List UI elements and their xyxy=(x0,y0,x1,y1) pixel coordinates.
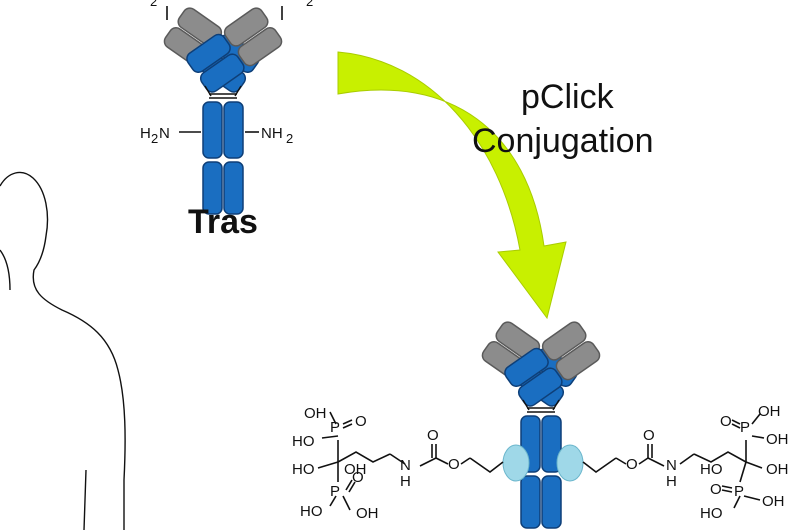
linker-left xyxy=(502,444,530,482)
oh-label: OH xyxy=(344,461,367,478)
oh-label: OH xyxy=(766,431,789,448)
amine-left-sub: 2 xyxy=(151,131,158,146)
ho-label: HO xyxy=(292,433,315,450)
p-label: P xyxy=(330,419,340,436)
nh-n-label: N xyxy=(666,457,677,474)
oh-label: OH xyxy=(758,403,781,420)
amine-left-n: N xyxy=(159,125,170,142)
nh-h-label: H xyxy=(666,473,677,490)
o-label: O xyxy=(626,456,638,473)
p-label: P xyxy=(330,483,340,500)
cut-subscript-left: 2 xyxy=(150,0,157,9)
o-label: O xyxy=(448,456,460,473)
ho-label: HO xyxy=(700,505,723,522)
antibody-name: Tras xyxy=(188,203,258,241)
linker-right xyxy=(556,444,584,482)
nh-n-label: N xyxy=(400,457,411,474)
amine-right-nh: NH xyxy=(261,125,283,142)
antibody-conjugate xyxy=(478,318,604,529)
curved-arrow-icon xyxy=(337,51,567,320)
cut-subscript-right: 2 xyxy=(306,0,313,9)
oh-label: OH xyxy=(304,405,327,422)
nh-h-label: H xyxy=(400,473,411,490)
o-label: O xyxy=(352,469,364,486)
p-label: P xyxy=(734,483,744,500)
amine-left-h: H xyxy=(140,125,151,142)
ho-label: HO xyxy=(292,461,315,478)
o-label: O xyxy=(710,481,722,498)
o-label: O xyxy=(720,413,732,430)
human-silhouette-icon xyxy=(0,171,126,530)
chem-chain-left xyxy=(317,411,504,511)
ho-label: HO xyxy=(700,461,723,478)
ho-label: HO xyxy=(300,503,323,520)
o-label: O xyxy=(643,427,655,444)
antibody-tras xyxy=(160,4,286,215)
chem-chain-right xyxy=(582,413,765,509)
p-label: P xyxy=(740,419,750,436)
o-label: O xyxy=(427,427,439,444)
process-line2: Conjugation xyxy=(472,122,653,160)
oh-label: OH xyxy=(356,505,379,522)
process-line1: pClick xyxy=(521,78,615,116)
amine-right-sub: 2 xyxy=(286,131,293,146)
oh-label: OH xyxy=(762,493,785,510)
oh-label: OH xyxy=(766,461,789,478)
o-label: O xyxy=(355,413,367,430)
